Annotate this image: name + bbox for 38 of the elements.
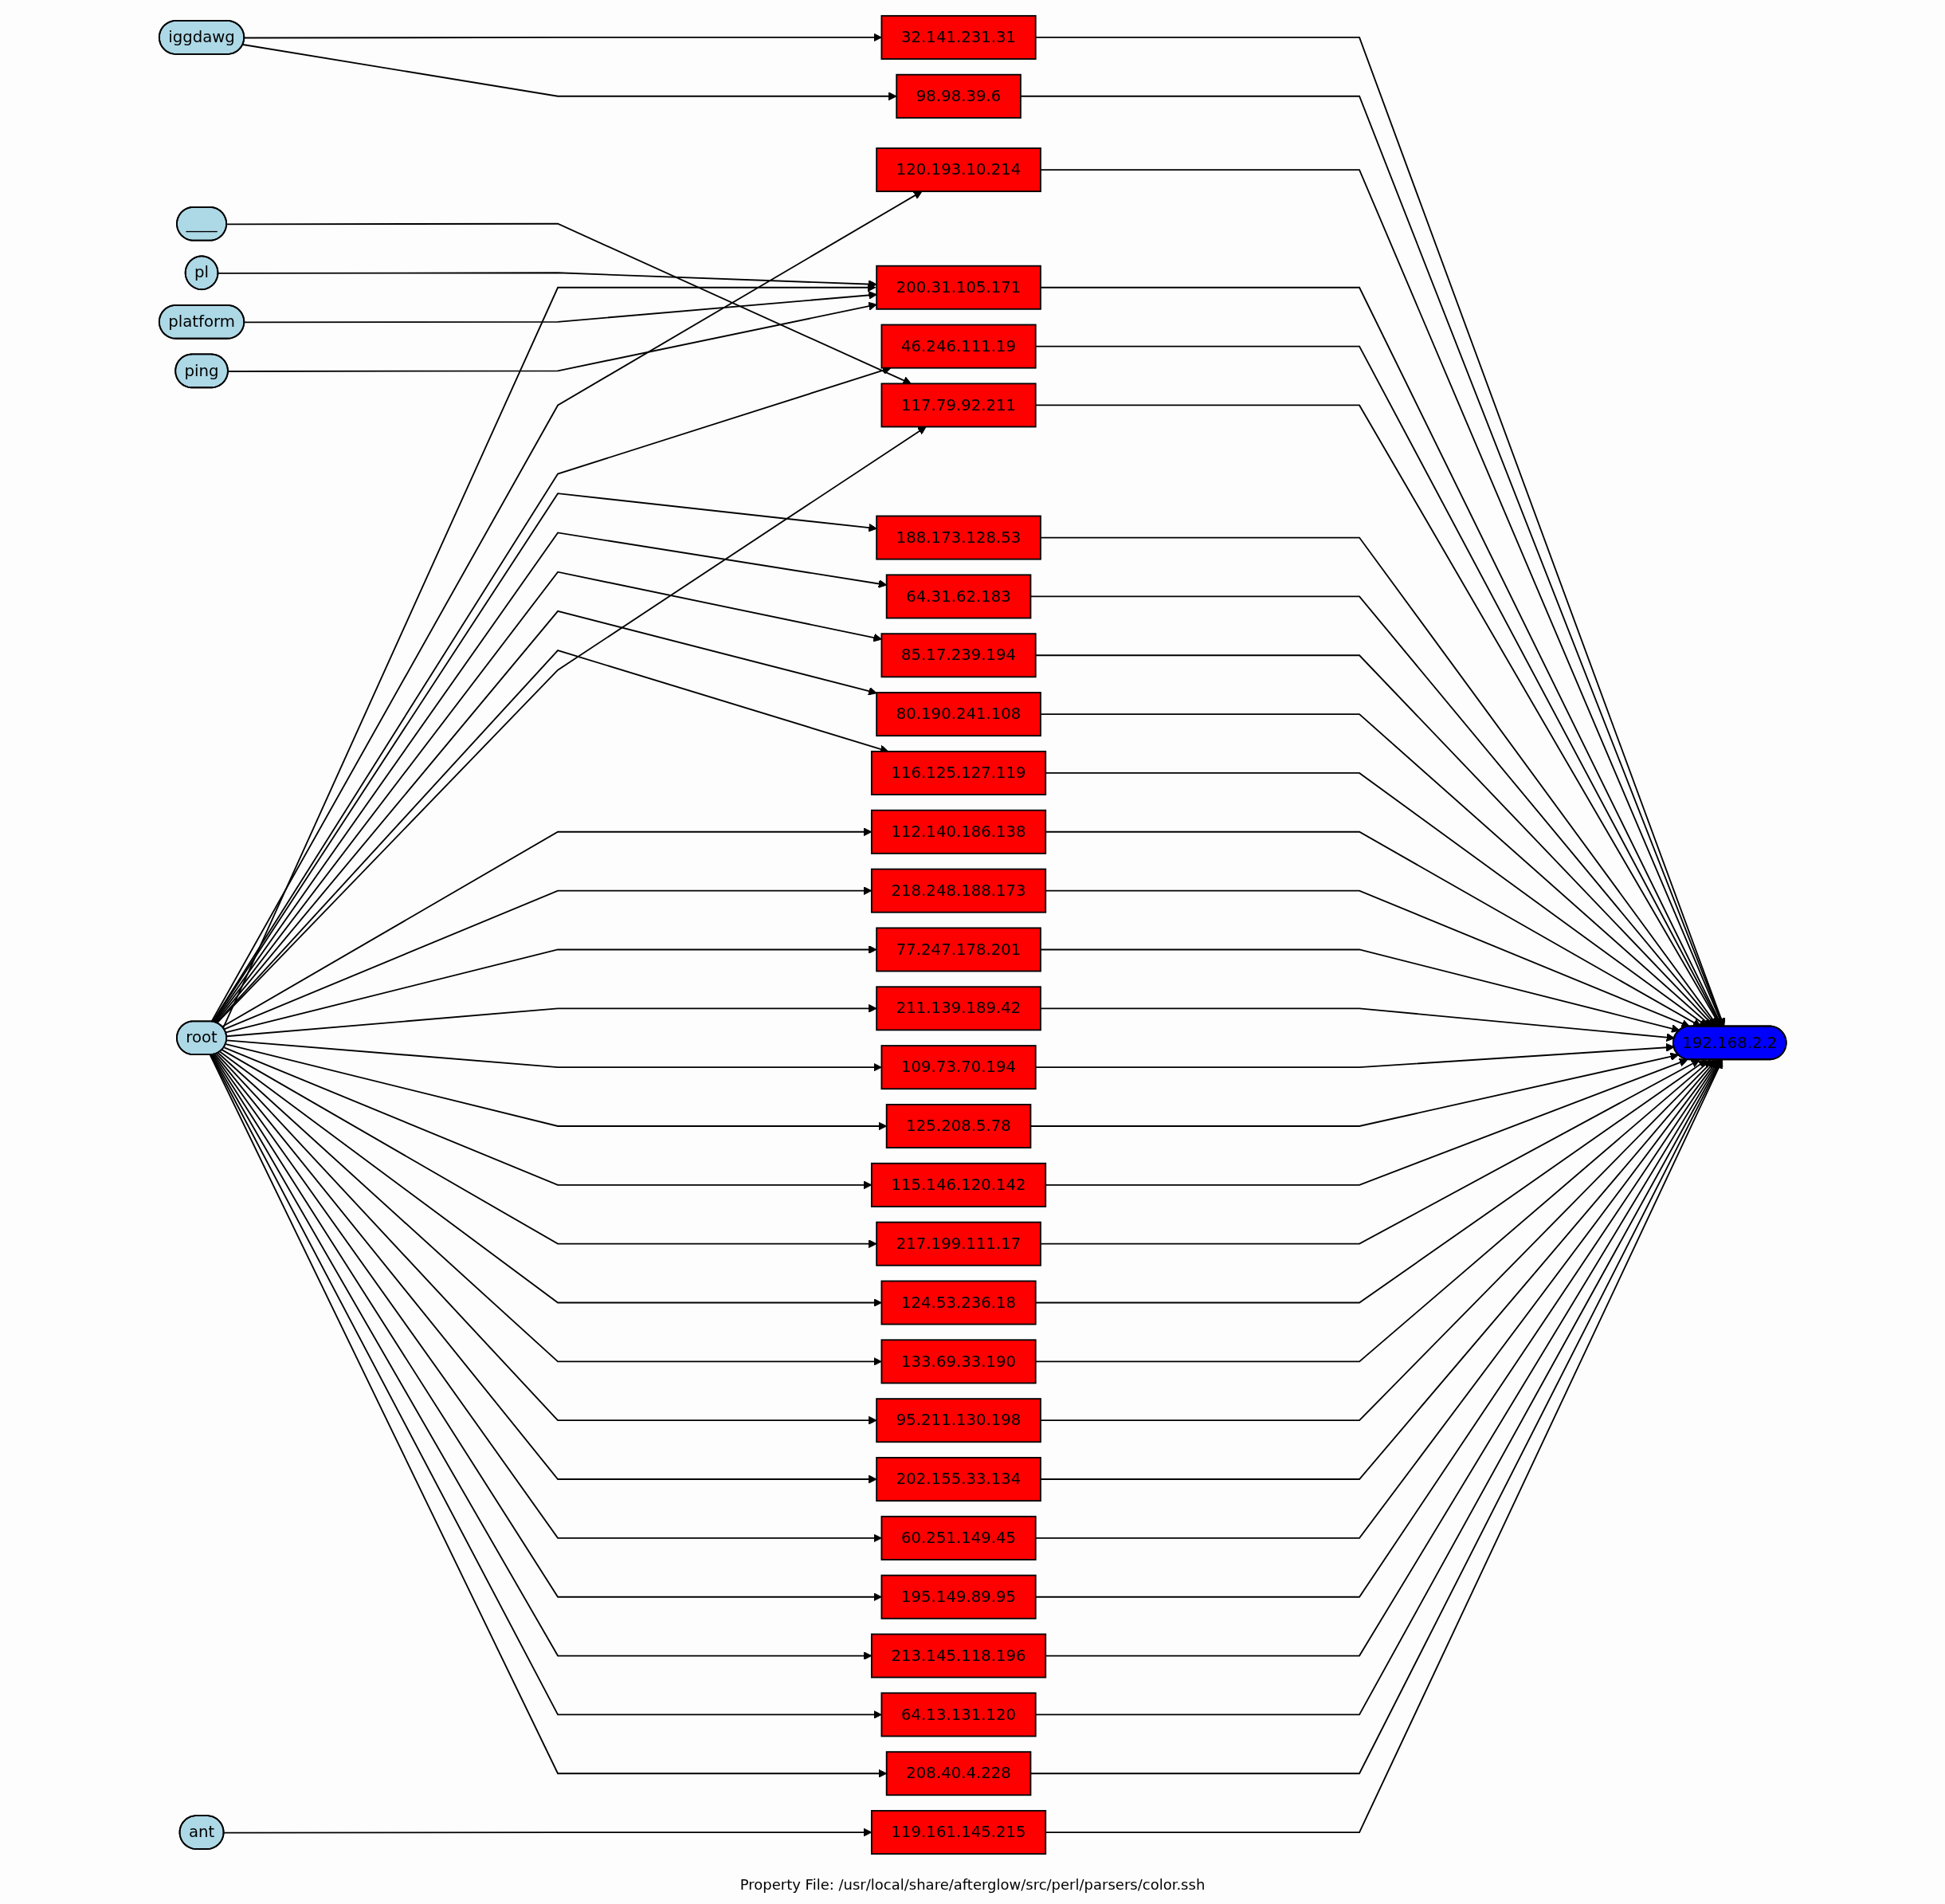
- arrow: [225, 222, 912, 385]
- arrow: [225, 1043, 887, 1131]
- arrow: [210, 190, 923, 1023]
- caption: Property File: /usr/local/share/afterglow/src/perl/parsers/color.ssh: [739, 1876, 1206, 1893]
- node-box: 64.13.131.120: [880, 1692, 1037, 1737]
- node-box: 117.79.92.211: [880, 383, 1037, 428]
- node-box: 208.40.4.228: [885, 1751, 1032, 1796]
- node-box: 80.190.241.108: [876, 692, 1041, 737]
- arrow: [217, 1052, 882, 1366]
- node-box: 125.208.5.78: [885, 1104, 1032, 1148]
- node-box: 85.17.239.194: [880, 633, 1037, 678]
- node-box: 200.31.105.171: [876, 265, 1041, 310]
- node-box: 119.161.145.215: [870, 1810, 1046, 1855]
- node-box: 202.155.33.134: [876, 1457, 1041, 1502]
- node-box: 32.141.231.31: [880, 14, 1037, 60]
- node-box: 213.145.118.196: [870, 1633, 1046, 1678]
- node-box: 95.211.130.198: [876, 1398, 1041, 1443]
- node-box: 188.173.128.53: [876, 515, 1041, 560]
- node-box: 124.53.236.18: [880, 1280, 1037, 1325]
- node-box: 211.139.189.42: [876, 986, 1041, 1031]
- node-box: 46.246.111.19: [880, 324, 1037, 369]
- node-box: 98.98.39.6: [896, 73, 1022, 119]
- node-box: 120.193.10.214: [876, 147, 1041, 193]
- node-box: 115.146.120.142: [870, 1162, 1046, 1207]
- node-box: 112.140.186.138: [870, 809, 1046, 854]
- node-box: 133.69.33.190: [880, 1339, 1037, 1384]
- node-box: 60.251.149.45: [880, 1515, 1037, 1560]
- arrow: [219, 1050, 882, 1307]
- node-box: 218.248.188.173: [870, 868, 1046, 913]
- node-box: 77.247.178.201: [876, 927, 1041, 972]
- node-box: 116.125.127.119: [870, 750, 1046, 795]
- node-box: 195.149.89.95: [880, 1574, 1037, 1619]
- node-box: 64.31.62.183: [885, 574, 1032, 619]
- arrow: [225, 1039, 882, 1072]
- arrow: [227, 301, 877, 372]
- node-box: 217.199.111.17: [876, 1221, 1041, 1266]
- node-box: 109.73.70.194: [880, 1045, 1037, 1090]
- arrow: [243, 33, 882, 42]
